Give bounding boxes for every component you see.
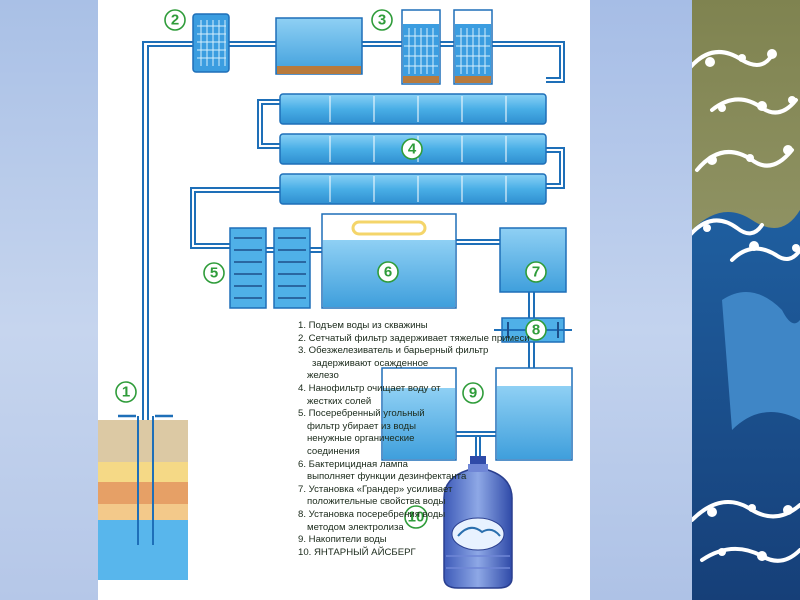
settling-tank	[275, 17, 363, 75]
label-4: 4	[408, 141, 417, 158]
label-10: 10	[408, 509, 425, 526]
slide: 1 2 3 4 5 6 7 8 9 10 1. Подъем воды из с…	[98, 0, 590, 600]
legend-item-4: 4. Нанофильтр очищает воду от	[298, 382, 441, 394]
legend-item-7: 7. Установка «Грандер» усиливает	[298, 483, 453, 495]
label-3: 3	[378, 12, 386, 29]
filter-mesh-icon	[192, 13, 230, 73]
label-9: 9	[469, 385, 477, 402]
step-labels: 1 2 3 4 5 6 7 8 9 10	[115, 9, 547, 529]
label-6: 6	[384, 264, 392, 281]
legend-item-5: 5. Посеребренный угольный	[298, 408, 425, 420]
legend-item-6-line-2: выполняет функции дезинфектанта	[307, 471, 467, 483]
label-5: 5	[210, 265, 218, 282]
carbon-filters	[229, 227, 311, 309]
legend-item-6: 6. Бактерицидная лампа	[298, 458, 408, 470]
legend-item-3: 3. Обезжелезиватель и барьерный фильтр	[298, 345, 489, 357]
iron-filters	[401, 9, 493, 85]
legend-item-5-line-4: соединения	[307, 445, 360, 457]
uv-tank	[321, 213, 457, 309]
label-1: 1	[122, 384, 130, 401]
pipe-network	[142, 41, 565, 545]
label-8: 8	[532, 322, 540, 339]
uv-lamp-icon	[351, 220, 427, 236]
legend-item-8-line-2: методом электролиза	[307, 521, 404, 533]
storage-tanks	[381, 367, 573, 461]
legend-item-1: 1. Подъем воды из скважины	[298, 320, 428, 331]
label-2: 2	[171, 12, 179, 29]
legend-item-3-line-2: задерживают осажденное	[312, 357, 429, 369]
wave-icon	[692, 0, 800, 600]
water-treatment-diagram: 1 2 3 4 5 6 7 8 9 10	[98, 9, 573, 589]
label-7: 7	[532, 264, 540, 281]
well	[98, 414, 188, 580]
legend-item-10: 10. ЯНТАРНЫЙ АЙСБЕРГ	[298, 546, 416, 558]
legend-item-8: 8. Установка посеребрения воды	[298, 508, 446, 520]
legend-item-2: 2. Сетчатый фильтр задерживает тяжелые п…	[298, 332, 530, 344]
legend-item-7-line-2: положительные свойства воды	[307, 496, 446, 508]
legend-item-3-line-3: железо	[307, 370, 339, 382]
water-bottle-icon	[443, 456, 513, 589]
legend-item-5-line-3: ненужные органические	[307, 433, 415, 445]
grander-unit	[499, 227, 567, 293]
legend-item-4-line-2: жестких солей	[307, 395, 372, 407]
legend-item-5-line-2: фильтр убирает из воды	[307, 420, 417, 432]
right-background	[590, 0, 692, 600]
mesh-filter	[192, 13, 230, 73]
left-background	[0, 0, 98, 600]
nanofilter	[279, 93, 547, 205]
legend-item-9: 9. Накопители воды	[298, 534, 387, 546]
